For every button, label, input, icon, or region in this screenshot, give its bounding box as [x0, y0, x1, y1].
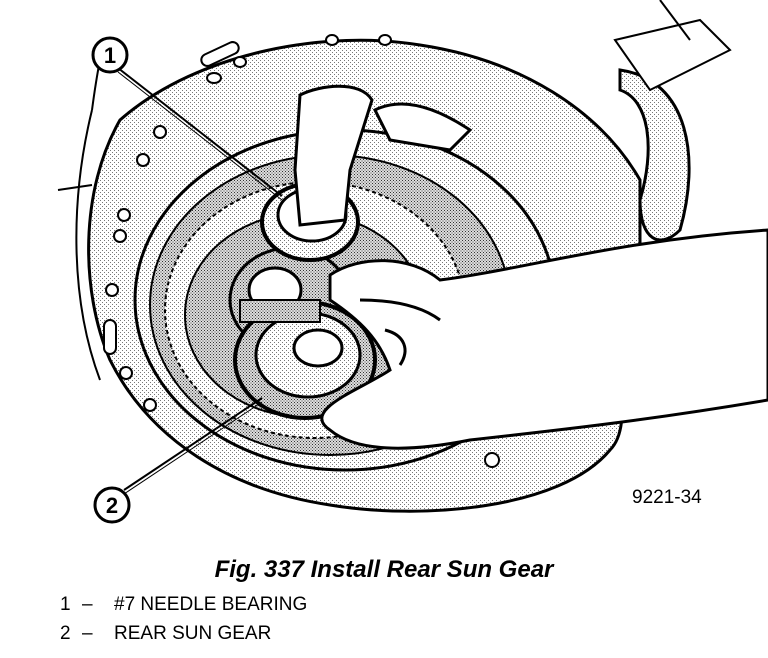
legend-dash: – — [82, 623, 93, 644]
callout-1: 1 — [91, 36, 283, 201]
output-ring — [613, 0, 732, 242]
figure-id: 9221-34 — [632, 487, 702, 508]
legend-item-2: 2–REAR SUN GEAR — [60, 623, 271, 645]
figure-caption: Fig. 337 Install Rear Sun Gear — [214, 556, 554, 583]
legend-dash: – — [82, 594, 93, 615]
legend-item-1: 1–#7 NEEDLE BEARING — [60, 594, 307, 616]
callout-2: 2 — [93, 397, 263, 524]
transmission-illustration: 1 2 9221-34 — [57, 0, 768, 524]
hand-top — [293, 84, 473, 227]
bolt-holes — [103, 34, 500, 468]
rear-sun-gear — [233, 299, 377, 420]
legend-label: REAR SUN GEAR — [114, 623, 272, 644]
legend-number: 2 — [60, 623, 71, 644]
callout-2-number: 2 — [106, 493, 118, 518]
callout-1-number: 1 — [104, 43, 116, 68]
legend-number: 1 — [60, 594, 71, 615]
legend-label: #7 NEEDLE BEARING — [114, 594, 308, 615]
hand-right — [320, 228, 768, 450]
